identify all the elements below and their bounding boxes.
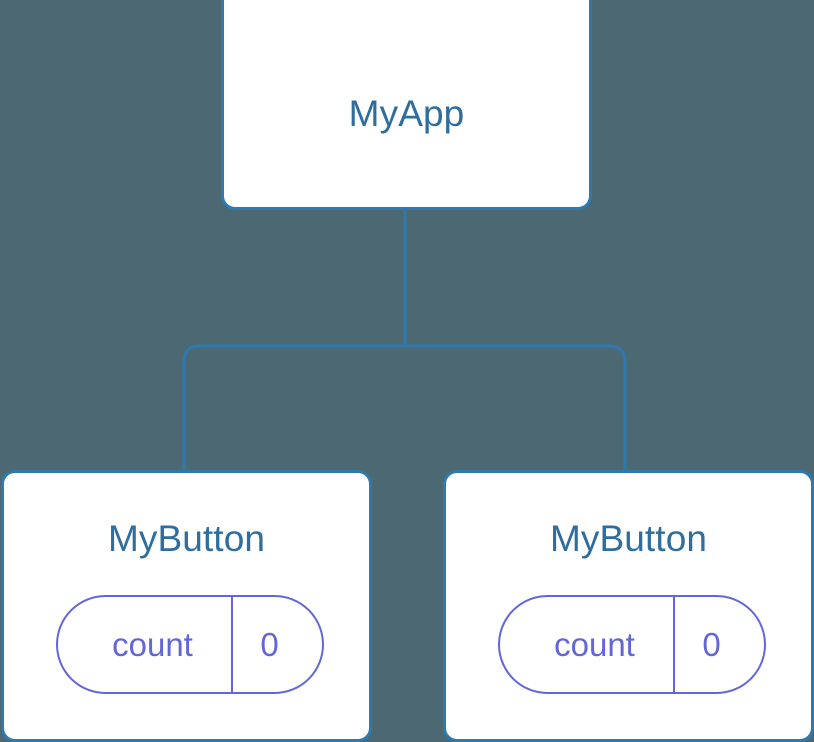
node-mybutton-left[interactable]: MyButton count 0 bbox=[1, 470, 372, 742]
node-myapp[interactable]: MyApp bbox=[221, 0, 592, 210]
node-title: MyButton bbox=[107, 518, 266, 559]
state-key: count bbox=[500, 597, 675, 692]
state-value: 0 bbox=[260, 625, 279, 663]
state-value: 0 bbox=[702, 625, 721, 663]
state-pill[interactable]: count 0 bbox=[56, 595, 324, 694]
state-pill[interactable]: count 0 bbox=[498, 595, 766, 694]
node-mybutton-right[interactable]: MyButton count 0 bbox=[443, 470, 814, 742]
connector-edge-left bbox=[182, 344, 405, 472]
state-key: count bbox=[58, 597, 233, 692]
node-title: MyButton bbox=[549, 518, 708, 559]
connector-edge-right bbox=[405, 344, 627, 472]
node-title: MyApp bbox=[348, 93, 465, 134]
